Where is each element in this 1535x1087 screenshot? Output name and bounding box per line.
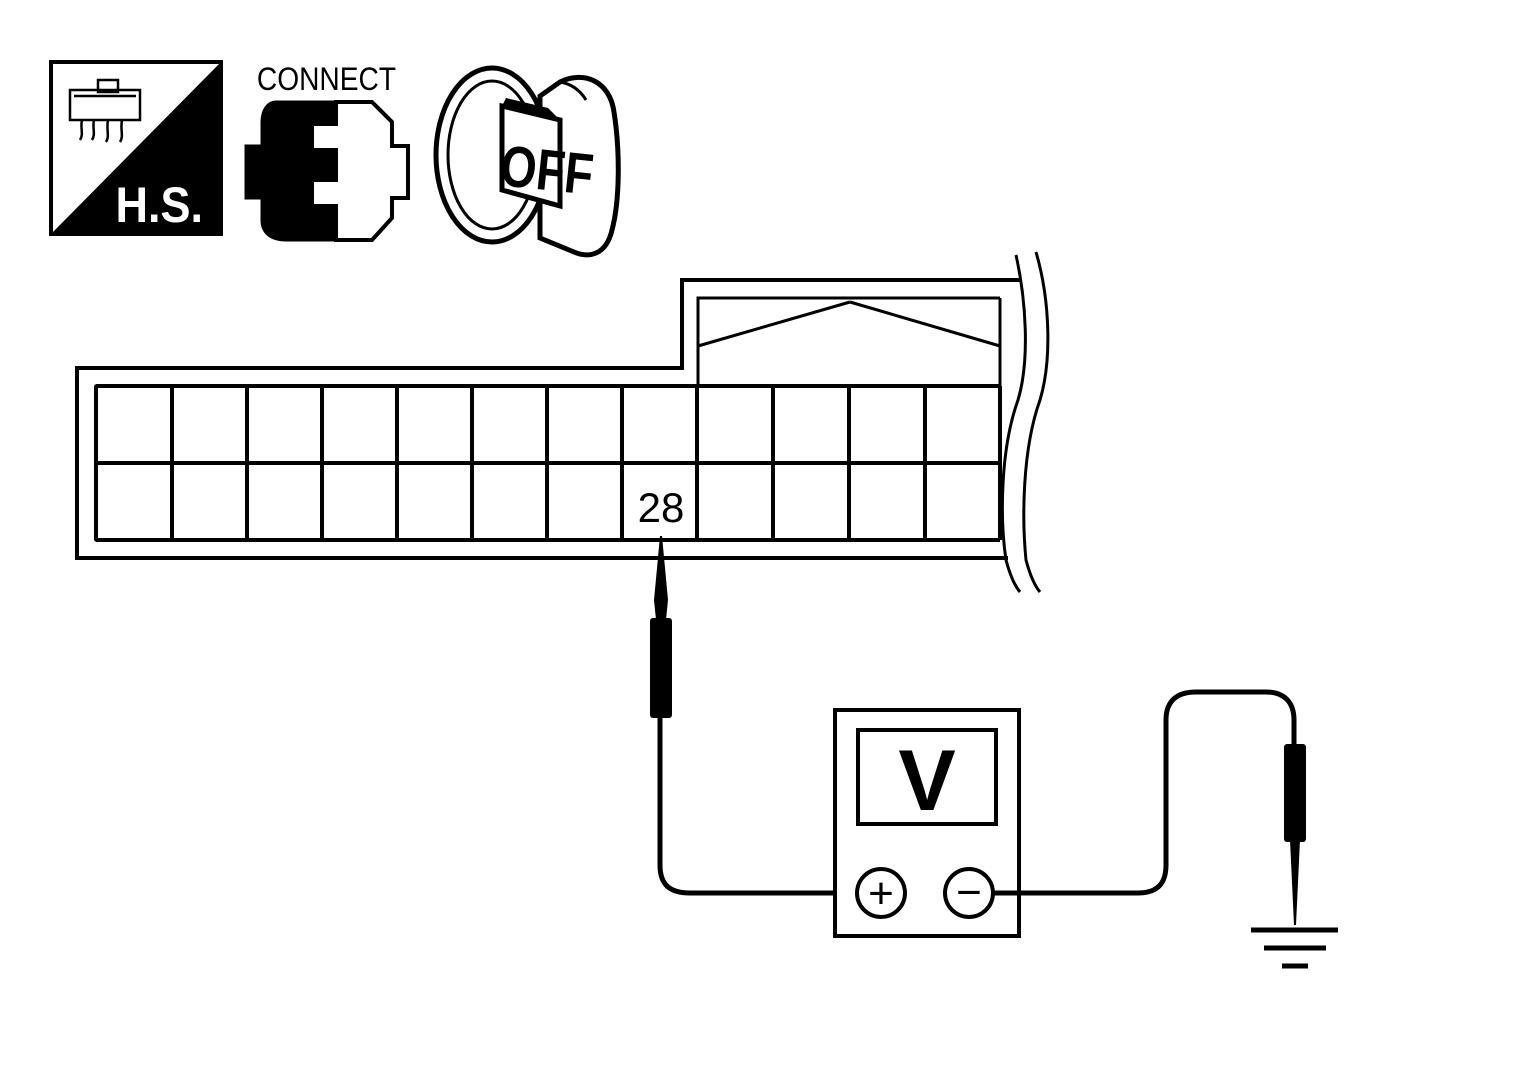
positive-terminal: [855, 867, 907, 919]
off-label: OFF: [497, 133, 596, 207]
meter-display-label: V: [898, 733, 955, 829]
positive-symbol: +: [868, 869, 894, 918]
lock-tab: [697, 300, 851, 348]
negative-symbol: −: [956, 868, 982, 917]
connect-label: CONNECT: [257, 62, 396, 97]
connector-body: [75, 251, 1050, 593]
meter-display: [856, 728, 998, 826]
positive-probe: [650, 536, 857, 896]
ground-symbol: [1251, 927, 1338, 969]
terminal-grid: [94, 384, 1002, 542]
harness-side-icon: H.S.: [49, 60, 223, 236]
voltmeter: V + −: [833, 708, 1021, 938]
connector-icon: CONNECT: [244, 62, 410, 242]
ignition-key-icon: OFF: [433, 65, 621, 258]
harness-connector-sketch: [68, 78, 142, 143]
break-line: [1000, 254, 1027, 593]
negative-probe: [993, 689, 1306, 925]
harness-side-label: H.S.: [116, 178, 203, 234]
pin-number-label: 28: [638, 484, 685, 531]
